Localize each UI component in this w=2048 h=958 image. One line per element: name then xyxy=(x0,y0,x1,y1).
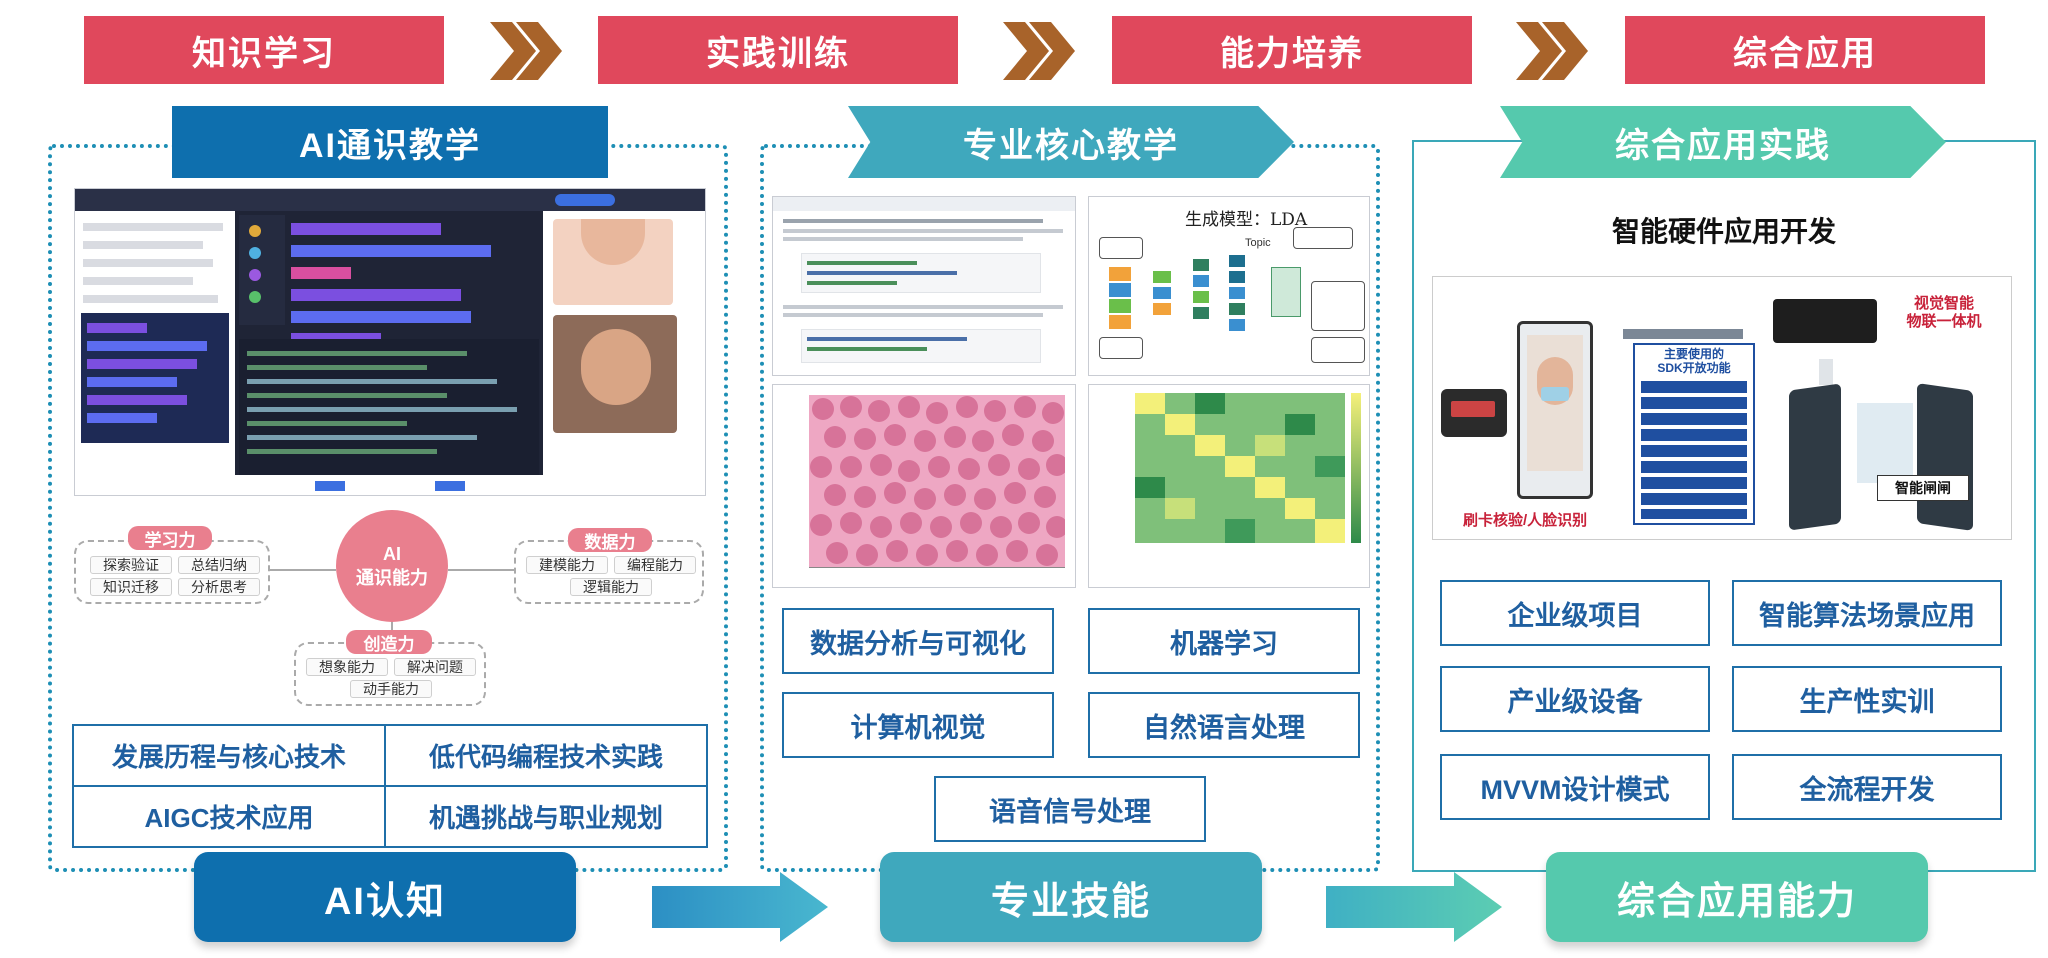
ability-item: 逻辑能力 xyxy=(570,578,652,596)
topic-intelligent-algorithm-scenario: 智能算法场景应用 xyxy=(1732,580,2002,646)
topic-full-process-development: 全流程开发 xyxy=(1732,754,2002,820)
arrow-right-icon xyxy=(652,872,828,942)
topic-speech-signal-processing: 语音信号处理 xyxy=(934,776,1206,842)
smart-hardware-image: 刷卡核验/人脸识别 主要使用的 SDK开放功能 视觉智能 物联一体机 智能闸闸 xyxy=(1432,276,2012,540)
left-column-header: AI通识教学 xyxy=(172,106,608,178)
ability-item: 知识迁移 xyxy=(90,578,172,596)
chevron-right-icon xyxy=(1003,22,1075,80)
comprehensive-application-ability-pill: 综合应用能力 xyxy=(1546,852,1928,942)
topic-aigc-application: AIGC技术应用 xyxy=(144,803,314,833)
gate-label: 智能闸闸 xyxy=(1877,475,1969,501)
middle-column-header: 专业核心教学 xyxy=(848,106,1294,178)
ability-item: 探索验证 xyxy=(90,556,172,574)
lda-diagram-image: 生成模型：LDA Topic xyxy=(1088,196,1370,376)
correlation-heatmap-image xyxy=(1088,384,1370,588)
blood-cell-image xyxy=(772,384,1076,588)
chevron-right-icon xyxy=(1516,22,1588,80)
ability-item: 想象能力 xyxy=(306,658,388,676)
topic-industrial-equipment: 产业级设备 xyxy=(1440,666,1710,732)
ability-item: 解决问题 xyxy=(394,658,476,676)
right-column-header: 综合应用实践 xyxy=(1500,106,1946,178)
topic-data-analysis-visualization: 数据分析与可视化 xyxy=(782,608,1054,674)
learning-ability-tag: 学习力 xyxy=(128,526,212,550)
ability-item: 分析思考 xyxy=(178,578,260,596)
topic-mvvm-design-pattern: MVVM设计模式 xyxy=(1440,754,1710,820)
topic-natural-language-processing: 自然语言处理 xyxy=(1088,692,1360,758)
lda-topic-label: Topic xyxy=(1245,237,1271,249)
topic-machine-learning: 机器学习 xyxy=(1088,608,1360,674)
ai-cognition-pill: AI认知 xyxy=(194,852,576,942)
step-ability-cultivation: 能力培养 xyxy=(1112,16,1472,84)
hardware-dev-subtitle: 智能硬件应用开发 xyxy=(1611,216,1836,247)
low-code-editor-screenshot xyxy=(74,188,706,496)
ai-literacy-core: AI 通识能力 xyxy=(336,510,448,622)
arrow-right-icon xyxy=(1326,872,1502,942)
step-practice-training: 实践训练 xyxy=(598,16,958,84)
topic-low-code-practice: 低代码编程技术实践 xyxy=(428,742,663,772)
ability-item: 总结归纳 xyxy=(178,556,260,574)
ai-topics-table: 发展历程与核心技术 低代码编程技术实践 AIGC技术应用 机遇挑战与职业规划 xyxy=(72,724,708,848)
chevron-right-icon xyxy=(490,22,562,80)
creativity-tag: 创造力 xyxy=(346,630,432,654)
ai-literacy-core-line1: AI xyxy=(383,544,401,564)
ability-item: 动手能力 xyxy=(350,680,432,698)
step-comprehensive-application: 综合应用 xyxy=(1625,16,1985,84)
card-face-label: 刷卡核验/人脸识别 xyxy=(1463,512,1588,529)
professional-skills-pill: 专业技能 xyxy=(880,852,1262,942)
ability-item: 建模能力 xyxy=(526,556,608,574)
machine-label: 视觉智能 物联一体机 xyxy=(1906,295,1982,330)
step-knowledge-learning: 知识学习 xyxy=(84,16,444,84)
topic-enterprise-project: 企业级项目 xyxy=(1440,580,1710,646)
lda-title: 生成模型：LDA xyxy=(1185,210,1308,230)
sdk-title: 主要使用的 SDK开放功能 xyxy=(1657,347,1731,375)
topic-productive-training: 生产性实训 xyxy=(1732,666,2002,732)
jupyter-notebook-screenshot xyxy=(772,196,1076,376)
topic-computer-vision: 计算机视觉 xyxy=(782,692,1054,758)
data-ability-tag: 数据力 xyxy=(568,528,652,552)
ability-item: 编程能力 xyxy=(614,556,696,574)
ai-literacy-core-line2: 通识能力 xyxy=(356,568,428,588)
topic-history-core-tech: 发展历程与核心技术 xyxy=(111,742,346,772)
topic-career-planning: 机遇挑战与职业规划 xyxy=(428,803,663,833)
